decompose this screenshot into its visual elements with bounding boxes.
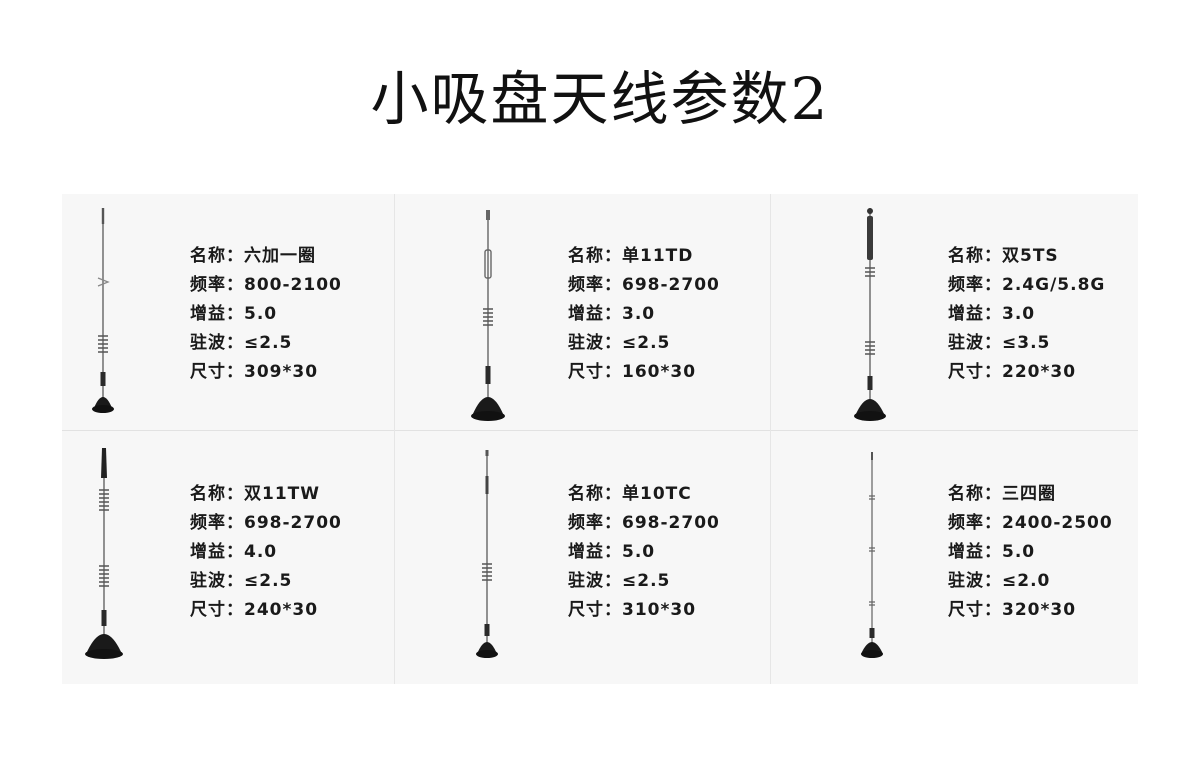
gain-label: 增益： [190,304,244,324]
size-value: 320*30 [1002,600,1077,620]
gain-value: 3.0 [622,304,656,324]
name-label: 名称： [948,484,1002,504]
frequency-value: 2400-2500 [1002,513,1113,533]
name-label: 名称： [190,484,244,504]
column-divider [394,194,395,684]
size-value: 220*30 [1002,362,1077,382]
antenna-spec-panel: 名称：六加一圈 频率：800-2100 增益：5.0 驻波：≤2.5 尺寸：30… [62,194,1138,684]
frequency-value: 2.4G/5.8G [1002,275,1106,295]
name-value: 六加一圈 [244,246,316,266]
antenna-card-1: 名称：六加一圈 频率：800-2100 增益：5.0 驻波：≤2.5 尺寸：30… [62,194,420,430]
gain-label: 增益： [190,542,244,562]
antenna-card-4: 名称：双11TW 频率：698-2700 增益：4.0 驻波：≤2.5 尺寸：2… [62,432,420,668]
gain-value: 5.0 [1002,542,1036,562]
antenna-card-2: 名称：单11TD 频率：698-2700 增益：3.0 驻波：≤2.5 尺寸：1… [440,194,798,430]
antenna-image [85,448,123,659]
size-label: 尺寸： [568,362,622,382]
frequency-label: 频率： [190,275,244,295]
frequency-label: 频率： [568,275,622,295]
name-value: 双11TW [244,484,321,504]
vswr-label: 驻波： [190,571,244,591]
name-value: 单11TD [622,246,694,266]
antenna-card-5: 名称：单10TC 频率：698-2700 增益：5.0 驻波：≤2.5 尺寸：3… [440,432,798,668]
frequency-value: 800-2100 [244,275,342,295]
gain-label: 增益： [948,304,1002,324]
antenna-specs: 名称：单10TC 频率：698-2700 增益：5.0 驻波：≤2.5 尺寸：3… [568,480,720,625]
gain-label: 增益： [568,304,622,324]
antenna-specs: 名称：六加一圈 频率：800-2100 增益：5.0 驻波：≤2.5 尺寸：30… [190,242,342,387]
vswr-value: ≤2.5 [622,571,671,591]
vswr-label: 驻波： [948,571,1002,591]
vswr-value: ≤2.5 [622,333,671,353]
antenna-specs: 名称：双11TW 频率：698-2700 增益：4.0 驻波：≤2.5 尺寸：2… [190,480,342,625]
name-value: 三四圈 [1002,484,1056,504]
frequency-value: 698-2700 [244,513,342,533]
vswr-label: 驻波： [948,333,1002,353]
size-value: 240*30 [244,600,319,620]
name-label: 名称： [190,246,244,266]
frequency-label: 频率： [948,513,1002,533]
antenna-specs: 名称：三四圈 频率：2400-2500 增益：5.0 驻波：≤2.0 尺寸：32… [948,480,1113,625]
gain-value: 3.0 [1002,304,1036,324]
vswr-label: 驻波： [568,571,622,591]
antenna-card-6: 名称：三四圈 频率：2400-2500 增益：5.0 驻波：≤2.0 尺寸：32… [820,432,1178,668]
size-label: 尺寸： [948,362,1002,382]
antenna-image [92,208,114,413]
size-label: 尺寸： [568,600,622,620]
size-label: 尺寸： [190,600,244,620]
vswr-value: ≤3.5 [1002,333,1051,353]
antenna-image [854,208,886,421]
frequency-label: 频率： [568,513,622,533]
size-value: 309*30 [244,362,319,382]
antenna-image [861,452,883,658]
vswr-value: ≤2.5 [244,333,293,353]
name-label: 名称： [568,246,622,266]
frequency-value: 698-2700 [622,513,720,533]
gain-value: 4.0 [244,542,278,562]
name-value: 单10TC [622,484,692,504]
antenna-specs: 名称：单11TD 频率：698-2700 增益：3.0 驻波：≤2.5 尺寸：1… [568,242,720,387]
size-value: 160*30 [622,362,697,382]
antenna-image [476,450,498,658]
gain-value: 5.0 [622,542,656,562]
gain-value: 5.0 [244,304,278,324]
vswr-label: 驻波： [568,333,622,353]
gain-label: 增益： [948,542,1002,562]
antenna-specs: 名称：双5TS 频率：2.4G/5.8G 增益：3.0 驻波：≤3.5 尺寸：2… [948,242,1105,387]
page-title: 小吸盘天线参数2 [370,65,830,133]
frequency-label: 频率： [190,513,244,533]
name-label: 名称： [948,246,1002,266]
frequency-value: 698-2700 [622,275,720,295]
gain-label: 增益： [568,542,622,562]
antenna-card-3: 名称：双5TS 频率：2.4G/5.8G 增益：3.0 驻波：≤3.5 尺寸：2… [820,194,1178,430]
vswr-value: ≤2.0 [1002,571,1051,591]
column-divider [770,194,771,684]
antenna-image [471,210,505,421]
frequency-label: 频率： [948,275,1002,295]
name-value: 双5TS [1002,246,1059,266]
size-value: 310*30 [622,600,697,620]
size-label: 尺寸： [190,362,244,382]
vswr-value: ≤2.5 [244,571,293,591]
row-divider [62,430,1138,431]
size-label: 尺寸： [948,600,1002,620]
vswr-label: 驻波： [190,333,244,353]
name-label: 名称： [568,484,622,504]
